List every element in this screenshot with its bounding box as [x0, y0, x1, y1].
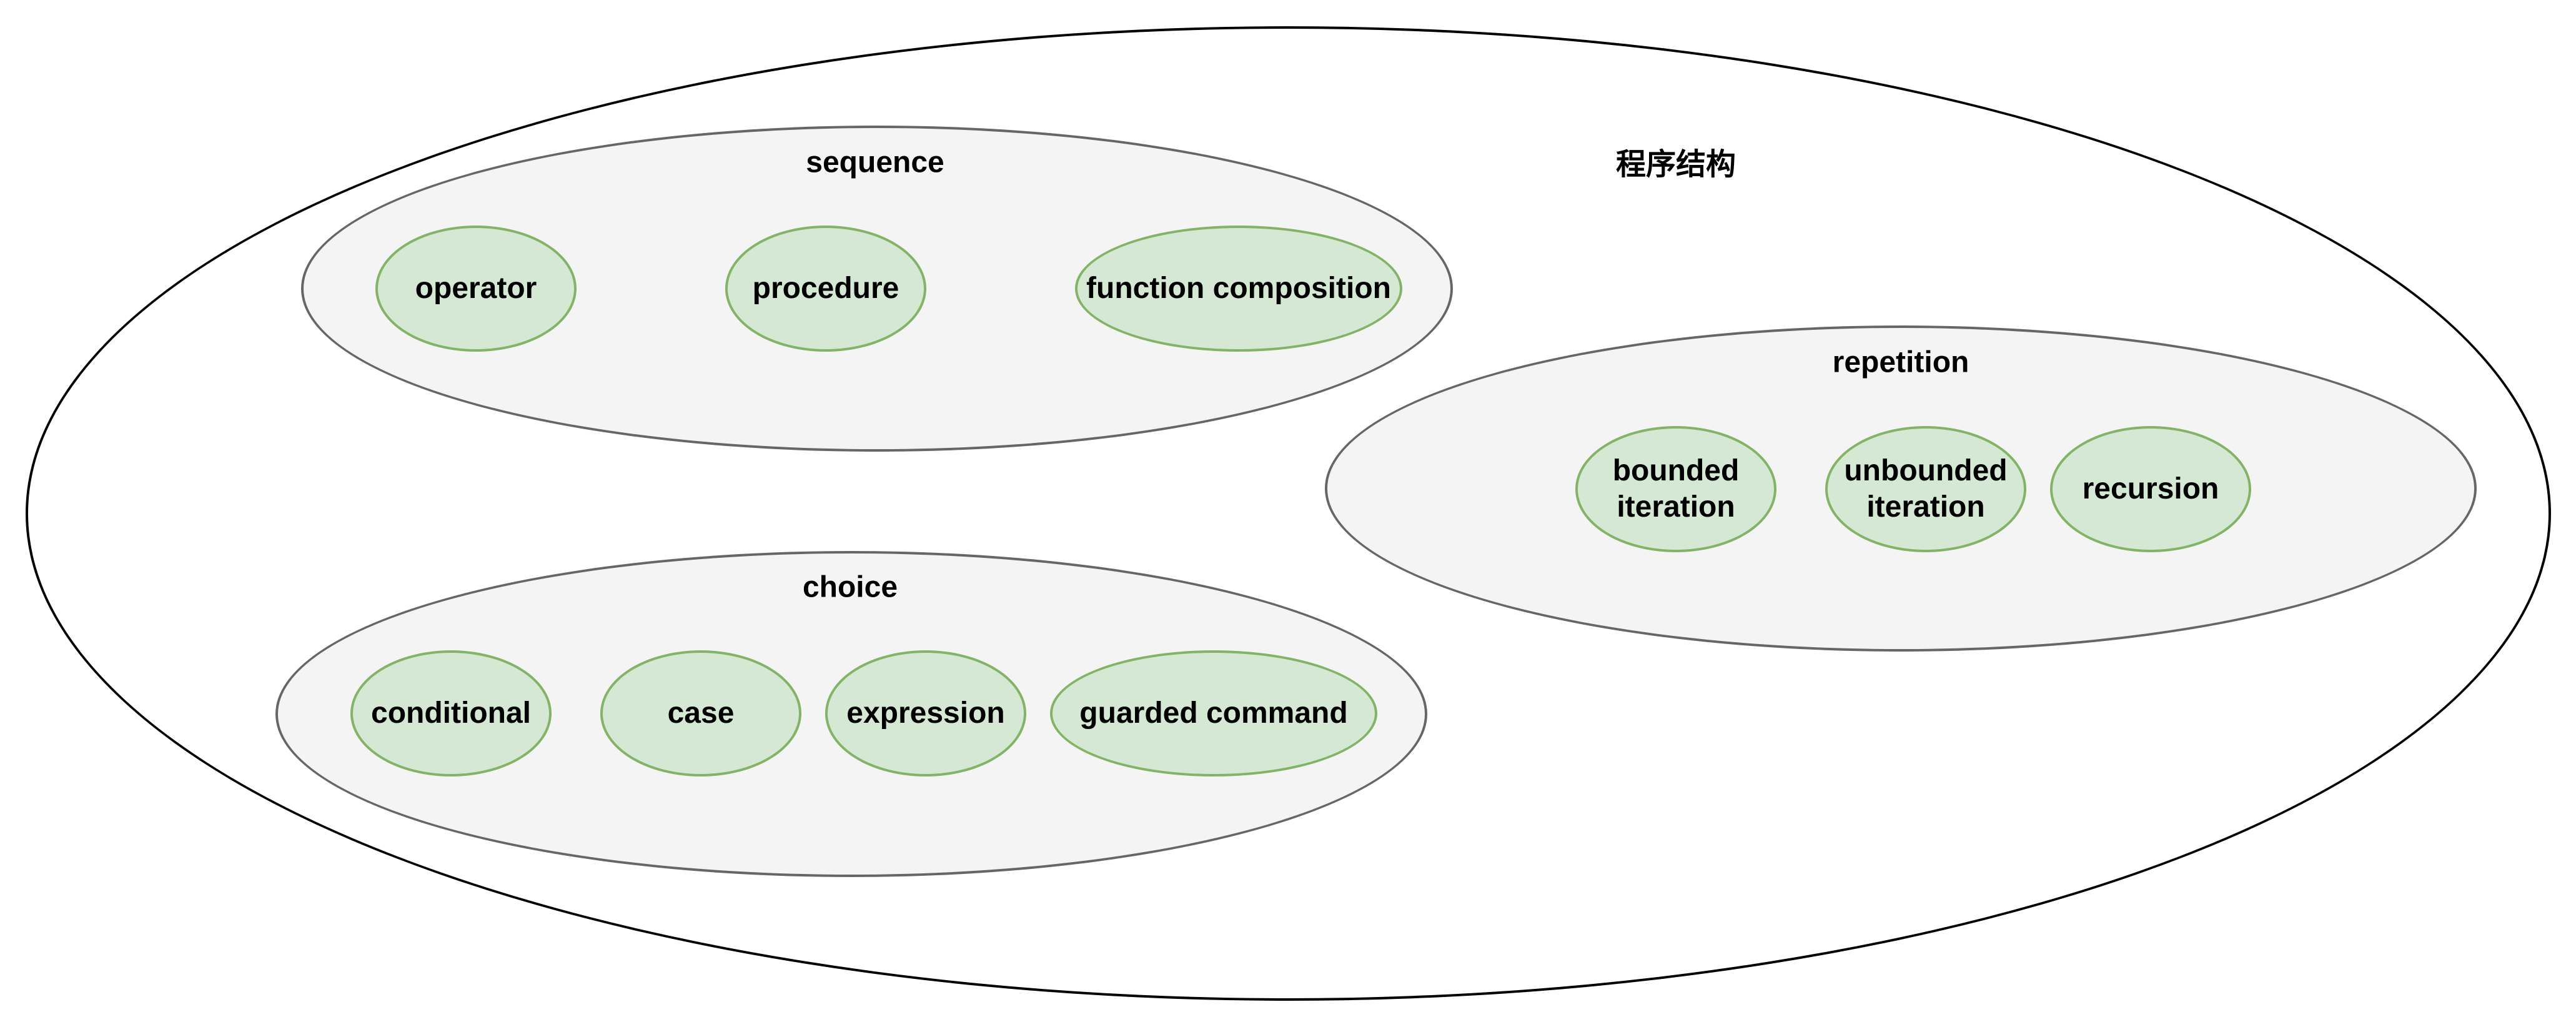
repetition-label: repetition: [1832, 345, 1969, 379]
choice-item-expression: expression: [825, 650, 1026, 776]
sequence-item-procedure: procedure: [725, 226, 926, 352]
repetition-item-unbounded-iteration: unbounded iteration: [1825, 426, 2026, 552]
sequence-item-operator: operator: [375, 226, 577, 352]
repetition-item-bounded-iteration: bounded iteration: [1575, 426, 1776, 552]
sequence-item-function-composition: function composition: [1075, 226, 1402, 352]
choice-item-guarded-command: guarded command: [1050, 650, 1377, 776]
choice-item-conditional: conditional: [350, 650, 552, 776]
choice-item-case: case: [600, 650, 801, 776]
choice-label: choice: [802, 570, 898, 604]
repetition-item-recursion: recursion: [2050, 426, 2251, 552]
sequence-label: sequence: [806, 146, 944, 179]
program-structure-title: 程序结构: [1615, 148, 1736, 181]
